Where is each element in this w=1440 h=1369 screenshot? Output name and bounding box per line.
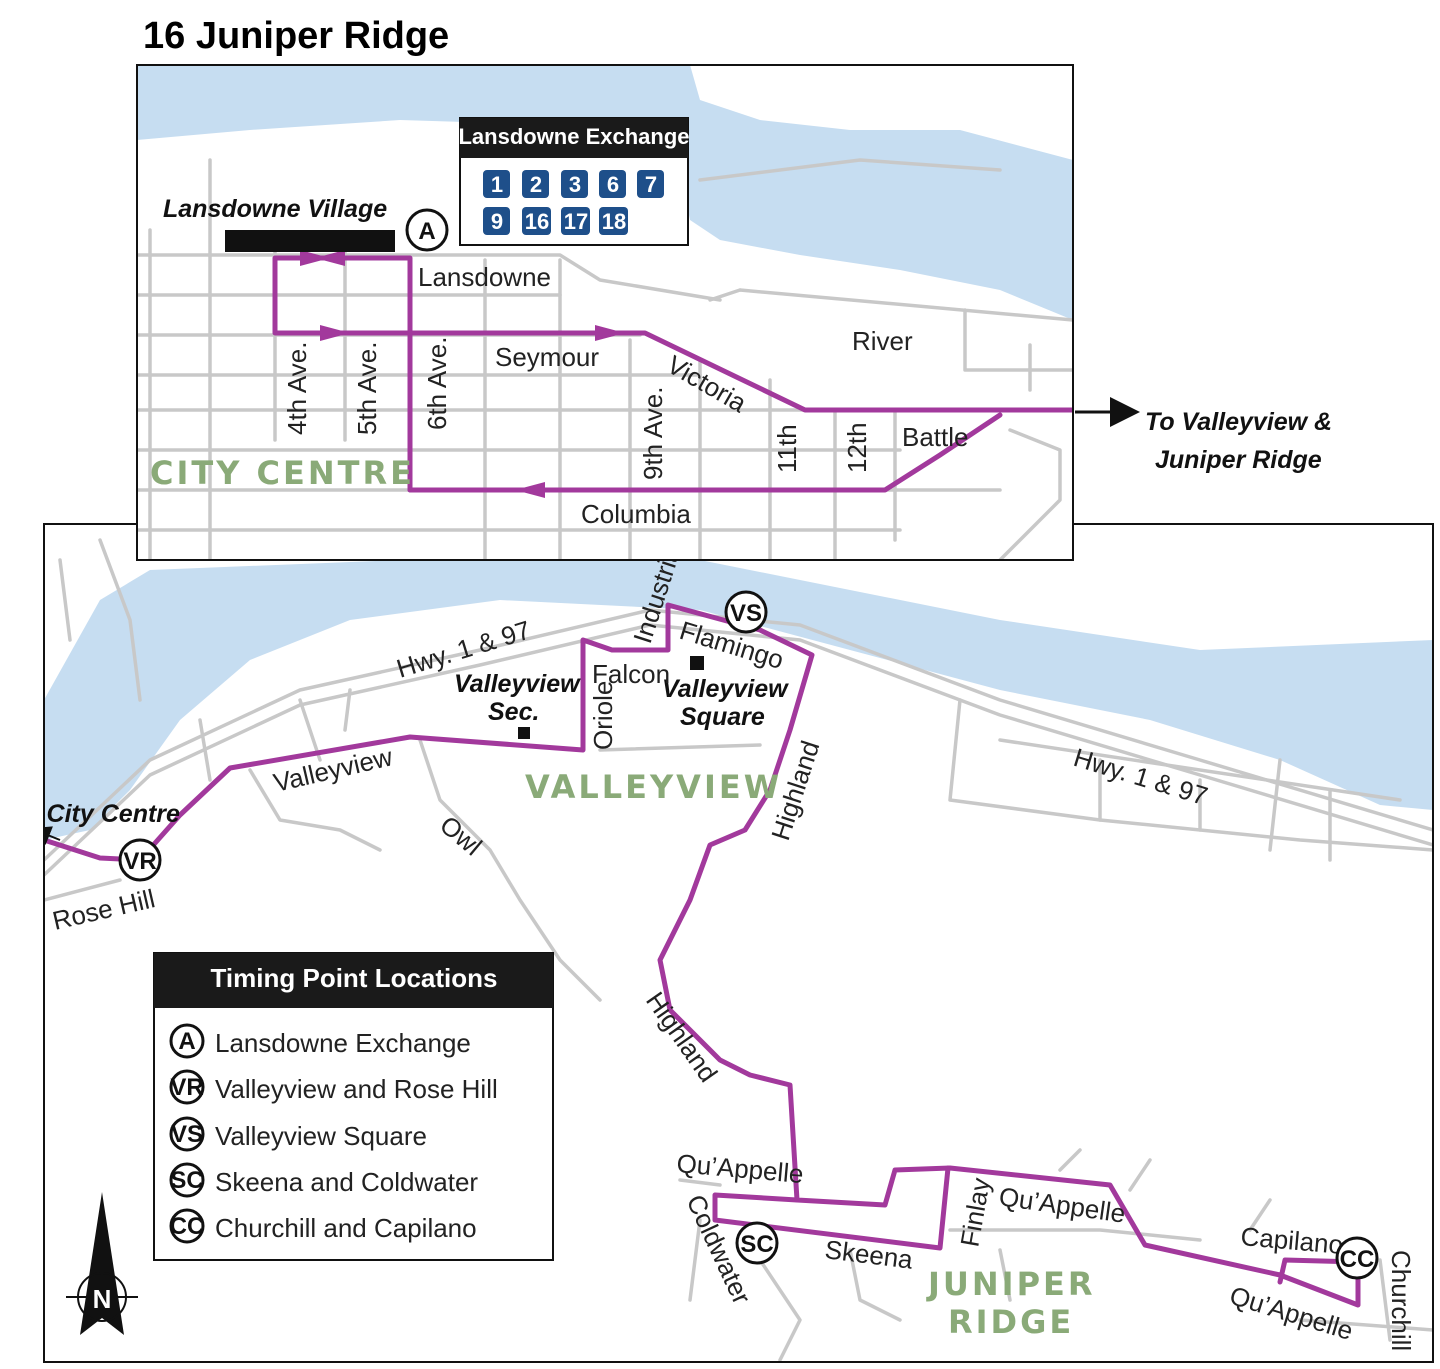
- inset-map: CITY CENTRE Lansdowne Village Lansdowne …: [136, 64, 1074, 561]
- streets-main: [44, 538, 1433, 1362]
- legend-item: Churchill and Capilano: [215, 1213, 477, 1243]
- svg-text:VS: VS: [730, 600, 762, 627]
- route-16-main: [44, 602, 1361, 1308]
- route-badge: 16: [522, 207, 551, 235]
- map-title: 16 Juniper Ridge: [143, 15, 449, 57]
- svg-text:1: 1: [491, 172, 503, 197]
- valleyview-sec-marker: [518, 727, 530, 739]
- legend-title: Timing Point Locations: [211, 963, 498, 993]
- street-churchill: Churchill: [1386, 1250, 1416, 1351]
- svg-text:17: 17: [564, 209, 588, 234]
- lansdowne-exchange-box: Lansdowne Exchange 1 2 3 6 7 9 16 17 18: [458, 117, 690, 246]
- area-ridge: RIDGE: [948, 1303, 1074, 1341]
- landmark-valleyview-square: Valleyview: [662, 675, 789, 703]
- valleyview-square-marker: [690, 656, 704, 670]
- timing-point-sc: SC: [735, 1221, 779, 1265]
- street-battle: Battle: [902, 422, 969, 452]
- landmark-valleyview-square-2: Square: [680, 703, 765, 731]
- to-juniper-label: Juniper Ridge: [1155, 446, 1322, 474]
- svg-text:3: 3: [569, 172, 581, 197]
- street-9th-ave: 9th Ave.: [638, 387, 668, 481]
- svg-text:VS: VS: [171, 1121, 203, 1148]
- timing-point-vs: VS: [724, 590, 768, 634]
- svg-text:SC: SC: [740, 1231, 773, 1258]
- route-16-columbia: [407, 412, 1003, 493]
- svg-text:2: 2: [530, 172, 542, 197]
- street-river: River: [852, 326, 913, 356]
- to-valleyview-label: To Valleyview &: [1145, 408, 1332, 436]
- street-5th-ave: 5th Ave.: [352, 342, 382, 436]
- landmark-valleyview-sec: Valleyview: [454, 670, 581, 698]
- exchange-title: Lansdowne Exchange: [458, 124, 689, 149]
- landmark-lansdowne-village: Lansdowne Village: [163, 195, 387, 223]
- legend-item: Lansdowne Exchange: [215, 1028, 471, 1058]
- route-badge: 6: [599, 170, 626, 198]
- inset-frame: [136, 64, 1074, 561]
- route-badge: 7: [637, 170, 664, 198]
- main-map: To City Centre VALLEYVIEW JUNIPER RIDGE …: [10, 524, 1433, 1362]
- svg-text:CC: CC: [170, 1213, 205, 1240]
- street-seymour: Seymour: [495, 342, 599, 372]
- north-arrow-icon: N: [66, 1192, 138, 1335]
- to-city-label: To City Centre: [10, 800, 180, 828]
- route-badge: 17: [561, 207, 590, 235]
- svg-text:SC: SC: [170, 1167, 203, 1194]
- timing-point-cc: CC: [1335, 1236, 1379, 1280]
- svg-text:9: 9: [491, 209, 503, 234]
- legend-item: Valleyview and Rose Hill: [215, 1074, 498, 1104]
- svg-text:N: N: [93, 1284, 112, 1314]
- lansdowne-village-marker: [225, 230, 395, 252]
- route-16-inset: [272, 255, 1073, 493]
- route-badge: 3: [561, 170, 588, 198]
- street-columbia: Columbia: [581, 499, 691, 529]
- street-oriole: Oriole: [588, 681, 618, 750]
- legend-item: Valleyview Square: [215, 1121, 427, 1151]
- area-valleyview: VALLEYVIEW: [525, 768, 782, 806]
- svg-text:A: A: [418, 218, 435, 245]
- street-lansdowne: Lansdowne: [418, 262, 551, 292]
- street-falcon: Falcon: [592, 659, 670, 689]
- svg-text:7: 7: [645, 172, 657, 197]
- to-city-arrow: [44, 826, 61, 845]
- timing-point-legend: Timing Point Locations A Lansdowne Excha…: [153, 952, 554, 1261]
- area-city-centre: CITY CENTRE: [150, 454, 415, 492]
- timing-point-vr: VR: [118, 838, 162, 882]
- route-16-skeena-loop: [712, 1165, 951, 1251]
- svg-text:VR: VR: [170, 1074, 203, 1101]
- route-badge: 9: [483, 207, 510, 235]
- svg-text:VR: VR: [123, 848, 156, 875]
- legend-item: Skeena and Coldwater: [215, 1167, 478, 1197]
- route-badge: 18: [599, 207, 628, 235]
- route-badge: 1: [483, 170, 510, 198]
- street-12th: 12th: [842, 422, 872, 473]
- street-6th-ave: 6th Ave.: [422, 337, 452, 431]
- svg-text:18: 18: [602, 209, 626, 234]
- area-juniper: JUNIPER: [926, 1265, 1096, 1303]
- svg-text:CC: CC: [1340, 1246, 1375, 1273]
- landmark-valleyview-sec-2: Sec.: [488, 698, 539, 726]
- timing-point-a: A: [405, 208, 449, 252]
- svg-text:6: 6: [607, 172, 619, 197]
- street-11th: 11th: [772, 424, 802, 473]
- svg-text:16: 16: [525, 209, 549, 234]
- route-badge: 2: [522, 170, 549, 198]
- street-4th-ave: 4th Ave.: [282, 342, 312, 436]
- svg-text:A: A: [178, 1028, 195, 1055]
